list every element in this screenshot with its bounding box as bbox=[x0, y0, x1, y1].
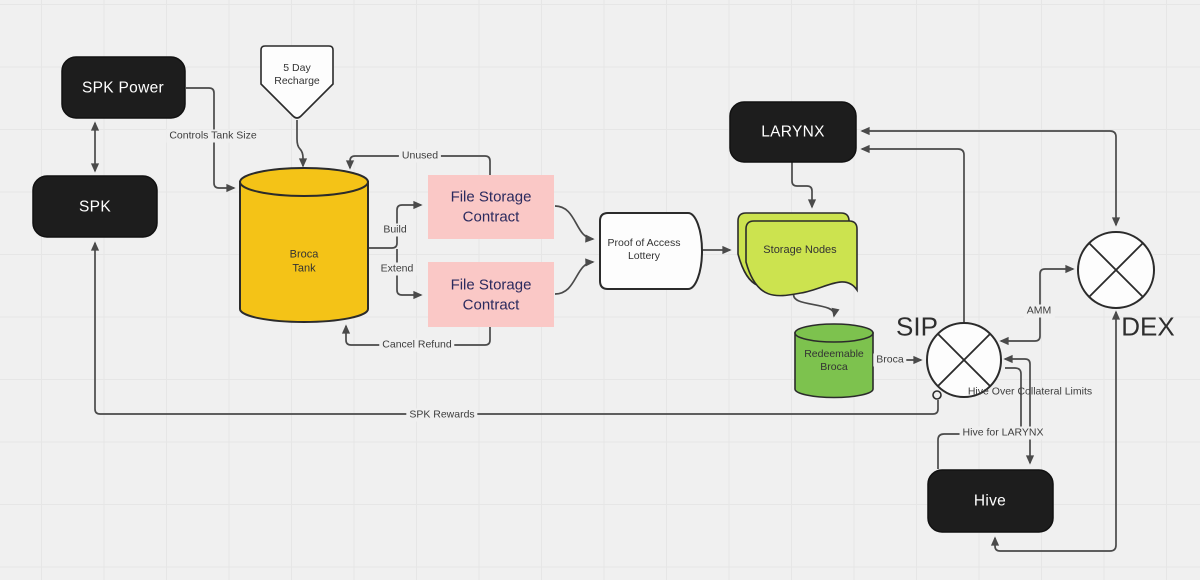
broca-tank-top[interactable] bbox=[239, 167, 369, 197]
node-broca-tank[interactable] bbox=[239, 167, 369, 323]
edge-label-hive-for-larynx: Hive for LARYNX bbox=[959, 426, 1047, 440]
sip-cross-line bbox=[937, 333, 991, 387]
hive-label: Hive bbox=[973, 492, 1007, 510]
redeemable-broca-label: Redeemable Broca bbox=[804, 347, 864, 373]
edge-tank-contract2-extend bbox=[396, 249, 423, 300]
edge-label-hive-over-collateral: Hive Over Collateral Limits bbox=[967, 385, 1093, 398]
edge-contract1-lottery bbox=[554, 205, 595, 243]
edge-sip-hive-collateral bbox=[1003, 354, 1035, 465]
lottery-label: Proof of Access Lottery bbox=[607, 236, 681, 262]
edge-label-spk-rewards: SPK Rewards bbox=[406, 408, 478, 422]
file-storage-contract-1-label: File Storage Contract bbox=[450, 188, 532, 226]
node-dex-junction[interactable] bbox=[1077, 231, 1155, 309]
broca-tank-body[interactable] bbox=[239, 181, 369, 323]
node-spk-power[interactable] bbox=[61, 56, 186, 119]
file-storage-contract-2-label: File Storage Contract bbox=[450, 276, 532, 314]
node-file-storage-contract-2[interactable] bbox=[428, 262, 554, 327]
storage-nodes-front-sheet[interactable] bbox=[745, 220, 858, 297]
redeemable-broca-top[interactable] bbox=[794, 323, 874, 343]
broca-tank-label: Broca Tank bbox=[289, 248, 319, 274]
edge-label-broca: Broca bbox=[873, 353, 907, 367]
node-larynx[interactable] bbox=[729, 101, 857, 163]
node-spk[interactable] bbox=[32, 175, 158, 238]
edge-recharge-tank bbox=[296, 120, 308, 168]
node-storage-nodes[interactable] bbox=[737, 212, 858, 297]
sip-port-circle bbox=[932, 390, 942, 400]
node-5-day-recharge[interactable] bbox=[260, 45, 334, 119]
edge-larynx-storagenodes bbox=[791, 162, 817, 209]
storage-nodes-label: Storage Nodes bbox=[763, 244, 837, 257]
node-proof-of-access-lottery[interactable] bbox=[599, 212, 703, 290]
edge-label-amm: AMM bbox=[1023, 304, 1055, 318]
node-sip-junction[interactable] bbox=[926, 322, 1002, 400]
node-hive[interactable] bbox=[927, 469, 1054, 533]
edge-sip-larynx bbox=[860, 144, 965, 322]
edge-label-cancel-refund: Cancel Refund bbox=[379, 338, 455, 352]
sip-label: SIP bbox=[896, 311, 938, 342]
edge-dex-larynx bbox=[860, 126, 1121, 227]
edge-contract2-lottery bbox=[554, 258, 595, 295]
dex-cross-line bbox=[1088, 242, 1144, 298]
edge-label-unused: Unused bbox=[398, 149, 442, 163]
spk-label: SPK bbox=[79, 198, 111, 216]
edge-label-build: Build bbox=[380, 223, 410, 237]
node-redeemable-broca[interactable] bbox=[794, 323, 874, 399]
edge-hive-dex bbox=[990, 310, 1121, 552]
spk-power-label: SPK Power bbox=[82, 79, 164, 97]
edge-label-extend: Extend bbox=[377, 262, 417, 276]
edge-storagenodes-redeemable bbox=[793, 292, 840, 318]
edge-sip-spk-rewards bbox=[90, 241, 939, 415]
recharge-label: 5 Day Recharge bbox=[274, 61, 320, 87]
redeemable-broca-body[interactable] bbox=[794, 332, 874, 399]
edge-label-controls-tank-size: Controls Tank Size bbox=[166, 129, 260, 143]
larynx-label: LARYNX bbox=[761, 123, 825, 141]
node-file-storage-contract-1[interactable] bbox=[428, 175, 554, 239]
dex-label: DEX bbox=[1121, 311, 1175, 342]
